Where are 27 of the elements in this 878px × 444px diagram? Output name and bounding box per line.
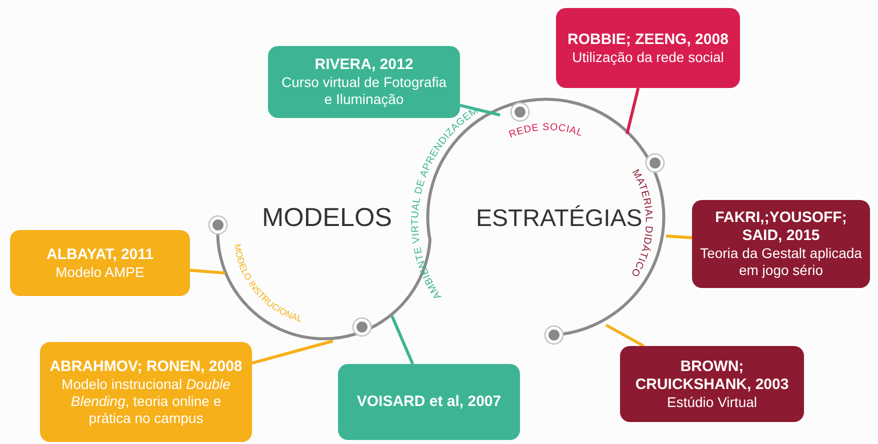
- leader-line: [390, 315, 414, 365]
- reference-card: [338, 364, 520, 440]
- reference-citation: ROBBIE; ZEENG, 2008: [566, 30, 730, 48]
- reference-citation: ALBAYAT, 2011: [45, 246, 154, 264]
- category-label: MODELOS: [262, 201, 392, 234]
- reference-card: [10, 230, 190, 296]
- reference-description: Utilização da rede social: [571, 48, 725, 66]
- reference-citation: RIVERA, 2012: [314, 56, 414, 74]
- leader-line: [252, 340, 334, 365]
- reference-description: Teoria da Gestalt aplicada em jogo sério: [700, 245, 862, 279]
- reference-card: [692, 200, 870, 288]
- leader-line: [605, 324, 644, 348]
- leader-line: [626, 88, 640, 134]
- reference-card: [556, 8, 740, 88]
- reference-card: [40, 342, 252, 442]
- reference-citation: BROWN; CRUICKSHANK, 2003: [634, 358, 790, 394]
- leader-line: [190, 268, 226, 274]
- reference-description: Estúdio Virtual: [666, 394, 758, 410]
- curve-label: REDE SOCIAL: [508, 122, 584, 141]
- reference-description: Modelo AMPE: [54, 264, 146, 280]
- reference-card: [620, 346, 804, 422]
- reference-description: Modelo instrucional Double Blending, teoria online e prática no campus: [60, 376, 232, 426]
- reference-citation: ABRAHMOV; RONEN, 2008: [48, 358, 244, 376]
- leader-line: [666, 234, 692, 240]
- reference-citation: FAKRI,;YOUSOFF; SAID, 2015: [714, 209, 848, 245]
- reference-description: Curso virtual de Fotografia e Iluminação: [280, 74, 448, 107]
- reference-citation: VOISARD et al, 2007: [356, 393, 502, 411]
